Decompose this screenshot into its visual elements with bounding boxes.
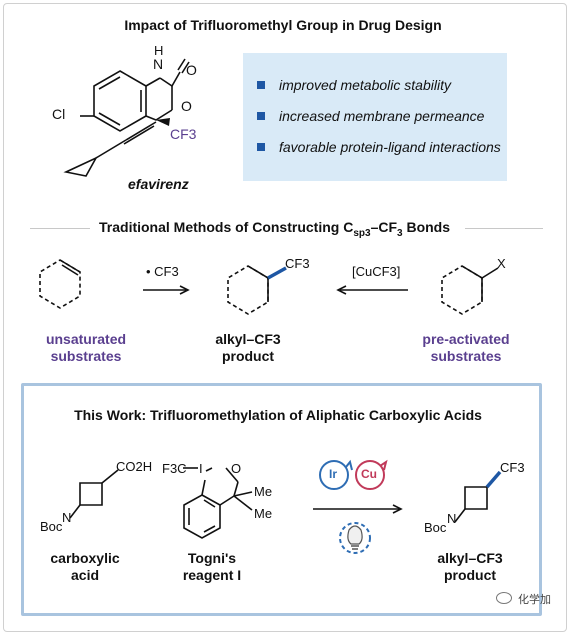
product-cf3-label: CF3 [285, 256, 310, 271]
acid-boc: Boc [40, 519, 63, 534]
efavirenz-ring-o: O [181, 98, 192, 114]
togni-f3c: F3C [162, 461, 187, 476]
reagent-cucf3: [CuCF3] [352, 264, 401, 279]
divider-left [30, 228, 90, 229]
azetidine-acid [69, 469, 119, 519]
bullet-icon [257, 143, 265, 151]
arrow-right-head [179, 285, 190, 295]
label-product-2: product [443, 567, 497, 583]
azetidine-product [454, 470, 502, 523]
label-alkyl-cf3: alkyl–CF3 [215, 331, 281, 347]
togni-me-2: Me [254, 506, 273, 521]
efavirenz-name: efavirenz [128, 176, 189, 192]
label-carboxylic: carboxylic [50, 550, 120, 566]
bullet-icon [257, 81, 265, 89]
product-boc: Boc [424, 520, 447, 535]
togni-i: I [199, 461, 203, 476]
efavirenz-wedge [156, 118, 170, 126]
arrow-left-head [336, 285, 347, 295]
preactivated-cyclohexane [441, 265, 499, 315]
togni-me-1: Me [254, 484, 273, 499]
label-acid: acid [70, 567, 100, 583]
section-title-this-work: This Work: Trifluoromethylation of Aliph… [74, 407, 482, 423]
substrate-x-label: X [497, 256, 506, 271]
divider-right [465, 228, 543, 229]
section-title-traditional: Traditional Methods of Constructing Csp3… [99, 219, 451, 239]
label-product-alkyl: alkyl–CF3 [437, 550, 503, 566]
label-togni: Togni's [187, 550, 237, 566]
togni-structure [183, 467, 253, 539]
catalyst-cycles [319, 459, 388, 490]
label-preactivated: pre-activated [422, 331, 510, 347]
benefit-item: improved metabolic stability [257, 77, 451, 93]
product-n: N [447, 511, 457, 526]
this-work-box [21, 383, 542, 616]
label-substrates-2: substrates [430, 348, 502, 364]
product-cf3: CF3 [500, 460, 525, 475]
label-reagent: reagent I [182, 567, 242, 583]
efavirenz-cl: Cl [52, 106, 66, 122]
benefit-item: favorable protein-ligand interactions [257, 139, 501, 155]
reaction-arrow-head [392, 504, 403, 514]
product-cyclohexane [227, 265, 287, 315]
togni-o: O [231, 461, 242, 476]
reagent-cf3-radical: • CF3 [146, 264, 179, 279]
cyclohexene [39, 259, 81, 309]
watermark: 化学加 [496, 591, 551, 607]
section-title-drug-design: Impact of Trifluoromethyl Group in Drug … [124, 17, 442, 33]
efavirenz-carbonyl-o: O [186, 62, 197, 78]
acid-co2h: CO2H [116, 459, 153, 474]
efavirenz-structure [63, 58, 190, 177]
label-unsaturated: unsaturated [45, 331, 127, 347]
acid-n: N [62, 510, 72, 525]
bullet-icon [257, 112, 265, 120]
efavirenz-nh-n: N [153, 56, 164, 72]
benefit-item: increased membrane permeance [257, 108, 484, 124]
lightbulb-icon [339, 522, 371, 554]
label-substrates: substrates [50, 348, 122, 364]
efavirenz-cf3: CF3 [170, 126, 197, 142]
efavirenz-nh-h: H [154, 43, 164, 58]
label-product: product [221, 348, 275, 364]
benefits-box: improved metabolic stability increased m… [243, 53, 507, 181]
wechat-icon [496, 592, 512, 604]
catalyst-cu: Cu [361, 467, 377, 481]
catalyst-ir: Ir [329, 467, 338, 481]
